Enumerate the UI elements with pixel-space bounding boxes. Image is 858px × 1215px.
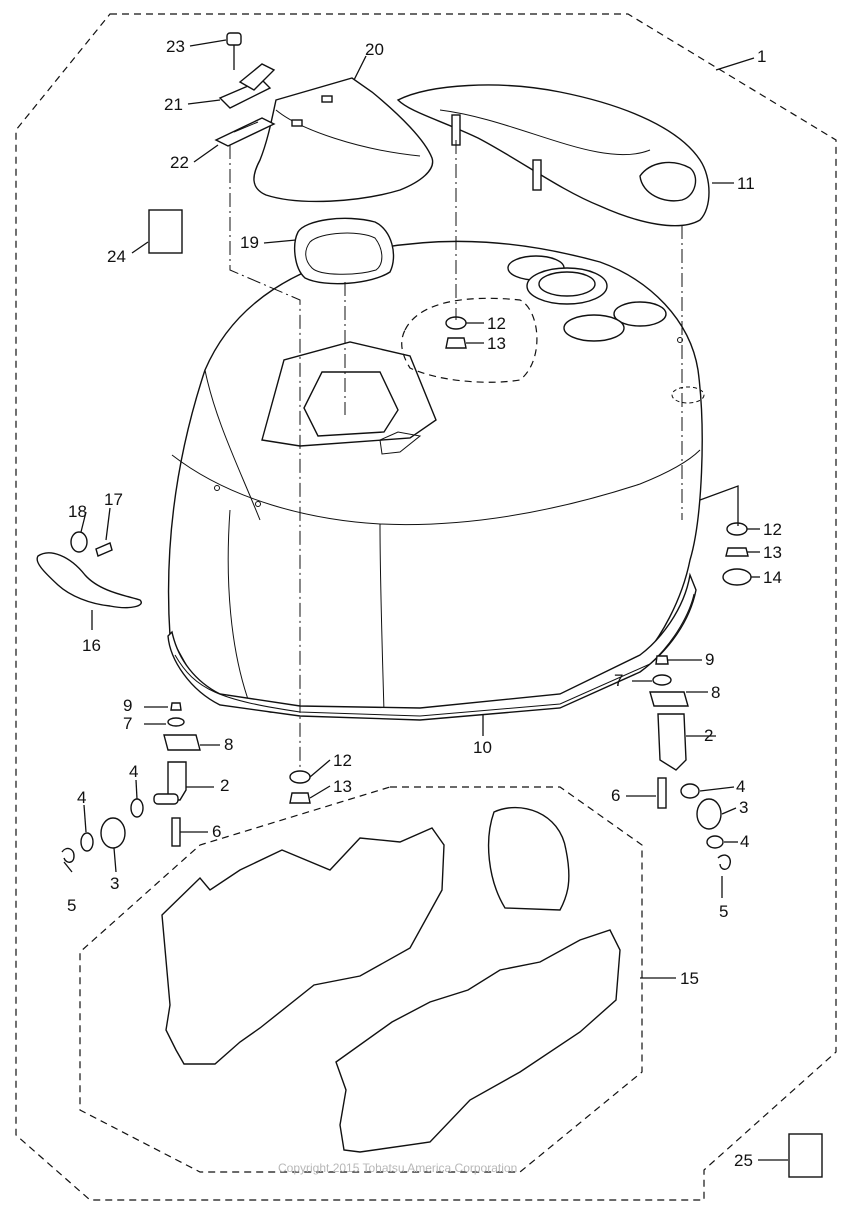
callout-2-right: 2 xyxy=(704,726,713,745)
callout-24: 24 xyxy=(107,247,126,266)
callout-15: 15 xyxy=(680,969,699,988)
callout-14: 14 xyxy=(763,568,782,587)
copyright-notice: Copyright 2015 Tohatsu America Corporati… xyxy=(278,1161,517,1175)
callout-11: 11 xyxy=(737,174,755,193)
grommet-12-right xyxy=(726,522,748,536)
callout-13-bottom: 13 xyxy=(333,777,352,796)
callout-21: 21 xyxy=(164,95,183,114)
callout-16: 16 xyxy=(82,636,101,655)
liner-left xyxy=(161,827,445,1065)
nut-13-right xyxy=(725,547,749,557)
callout-labels: 1 2 2 3 3 4 4 4 4 5 5 6 6 7 7 8 8 9 9 10… xyxy=(67,37,782,1170)
callout-1: 1 xyxy=(757,47,766,66)
callout-9-right: 9 xyxy=(705,650,714,669)
callout-4-left-b: 4 xyxy=(129,762,138,781)
callout-12-top: 12 xyxy=(487,314,506,333)
callout-4-right-b: 4 xyxy=(740,832,749,851)
washer-18 xyxy=(70,531,88,553)
callout-20: 20 xyxy=(365,40,384,59)
callout-12-bottom: 12 xyxy=(333,751,352,770)
callout-3-left: 3 xyxy=(110,874,119,893)
callout-2-left: 2 xyxy=(220,776,229,795)
liner-group-boundary xyxy=(79,786,643,1173)
screw-17 xyxy=(95,542,113,557)
liner-right xyxy=(335,929,621,1153)
gasket xyxy=(293,217,395,285)
right-bracket-group xyxy=(649,655,732,870)
left-bracket-group xyxy=(61,702,201,863)
label-plate-24 xyxy=(148,209,183,254)
lid xyxy=(253,77,434,203)
liner-small xyxy=(487,806,570,911)
callout-17: 17 xyxy=(104,490,123,509)
callout-25: 25 xyxy=(734,1151,753,1170)
callout-9-left: 9 xyxy=(123,696,132,715)
nut-13-bottom xyxy=(289,792,311,804)
callout-5-right: 5 xyxy=(719,902,728,921)
callout-3-right: 3 xyxy=(739,798,748,817)
callout-13-right: 13 xyxy=(763,543,782,562)
grommet-12-bottom xyxy=(289,770,311,784)
callout-13-top: 13 xyxy=(487,334,506,353)
callout-18: 18 xyxy=(68,502,87,521)
top-cover xyxy=(396,84,710,227)
callout-5-left: 5 xyxy=(67,896,76,915)
assembly-boundary xyxy=(15,13,837,1201)
callout-4-left-a: 4 xyxy=(77,788,86,807)
callout-7-right: 7 xyxy=(614,671,623,690)
callout-6-left: 6 xyxy=(212,822,221,841)
guide-lines xyxy=(229,145,301,770)
main-cowling xyxy=(167,240,705,721)
label-plate-25 xyxy=(788,1133,823,1178)
latch-assembly xyxy=(214,32,276,147)
callout-8-right: 8 xyxy=(711,683,720,702)
handle-16 xyxy=(36,552,142,609)
callout-4-right-a: 4 xyxy=(736,777,745,796)
callout-10: 10 xyxy=(473,738,492,757)
leader-lines xyxy=(63,39,788,1161)
nut-13-top xyxy=(445,337,467,349)
callout-23: 23 xyxy=(166,37,185,56)
callout-7-left: 7 xyxy=(123,714,132,733)
callout-6-right: 6 xyxy=(611,786,620,805)
callout-19: 19 xyxy=(240,233,259,252)
cap-14 xyxy=(722,568,752,586)
callout-22: 22 xyxy=(170,153,189,172)
callout-8-left: 8 xyxy=(224,735,233,754)
callout-12-right: 12 xyxy=(763,520,782,539)
